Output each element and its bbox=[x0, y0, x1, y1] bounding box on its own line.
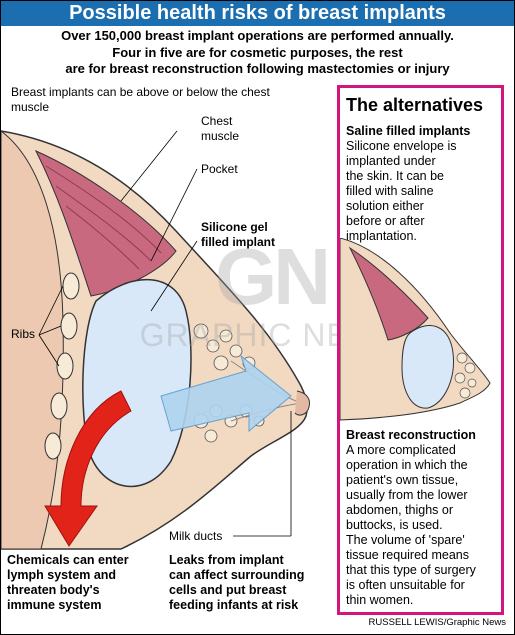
label-chest-muscle: Chest muscle bbox=[201, 114, 240, 143]
rib bbox=[62, 272, 80, 300]
rib bbox=[60, 312, 78, 340]
intro-line: Over 150,000 breast implant operations a… bbox=[61, 28, 454, 43]
saline-chest-muscle bbox=[348, 246, 429, 341]
alternatives-title: The alternatives bbox=[346, 95, 484, 115]
credit-line: RUSSELL LEWIS/Graphic News bbox=[368, 617, 506, 628]
saline-implant-diagram bbox=[340, 238, 491, 421]
intro-text: Over 150,000 breast implant operations a… bbox=[5, 28, 510, 78]
intro-line: are for breast reconstruction following … bbox=[65, 61, 450, 76]
label-implant: Silicone gel filled implant bbox=[201, 220, 276, 249]
risk-lymph-caption: Chemicals can enter lymph system and thr… bbox=[7, 553, 129, 612]
label-ribs: Ribs bbox=[11, 327, 36, 341]
reconstruction-heading: Breast reconstruction bbox=[346, 428, 476, 442]
intro-line: Four in five are for cosmetic purposes, … bbox=[112, 44, 403, 60]
saline-lobules bbox=[454, 352, 477, 399]
saline-text: Silicone envelope is implanted under the… bbox=[346, 139, 457, 243]
nipple bbox=[294, 390, 310, 416]
rib bbox=[56, 352, 74, 380]
reconstruction-text: A more complicated operation in which th… bbox=[346, 443, 476, 607]
lymph-arrow bbox=[44, 390, 132, 547]
watermark-logo: GN bbox=[215, 232, 331, 321]
diagram-subtitle: Breast implants can be above or below th… bbox=[11, 85, 270, 114]
rib bbox=[50, 392, 68, 420]
chest-muscle bbox=[34, 149, 177, 297]
page-title: Possible health risks of breast implants bbox=[1, 1, 514, 26]
risk-leaks-caption: Leaks from implant can affect surroundin… bbox=[169, 553, 305, 612]
silicone-implant bbox=[82, 279, 192, 488]
saline-implant bbox=[401, 325, 454, 409]
label-milk-ducts: Milk ducts bbox=[169, 529, 223, 543]
saline-heading: Saline filled implants bbox=[346, 124, 471, 138]
leak-arrow bbox=[160, 354, 292, 433]
alternatives-panel: The alternatives Saline filled implants … bbox=[337, 85, 504, 615]
label-pocket: Pocket bbox=[201, 162, 238, 176]
rib bbox=[44, 432, 62, 460]
